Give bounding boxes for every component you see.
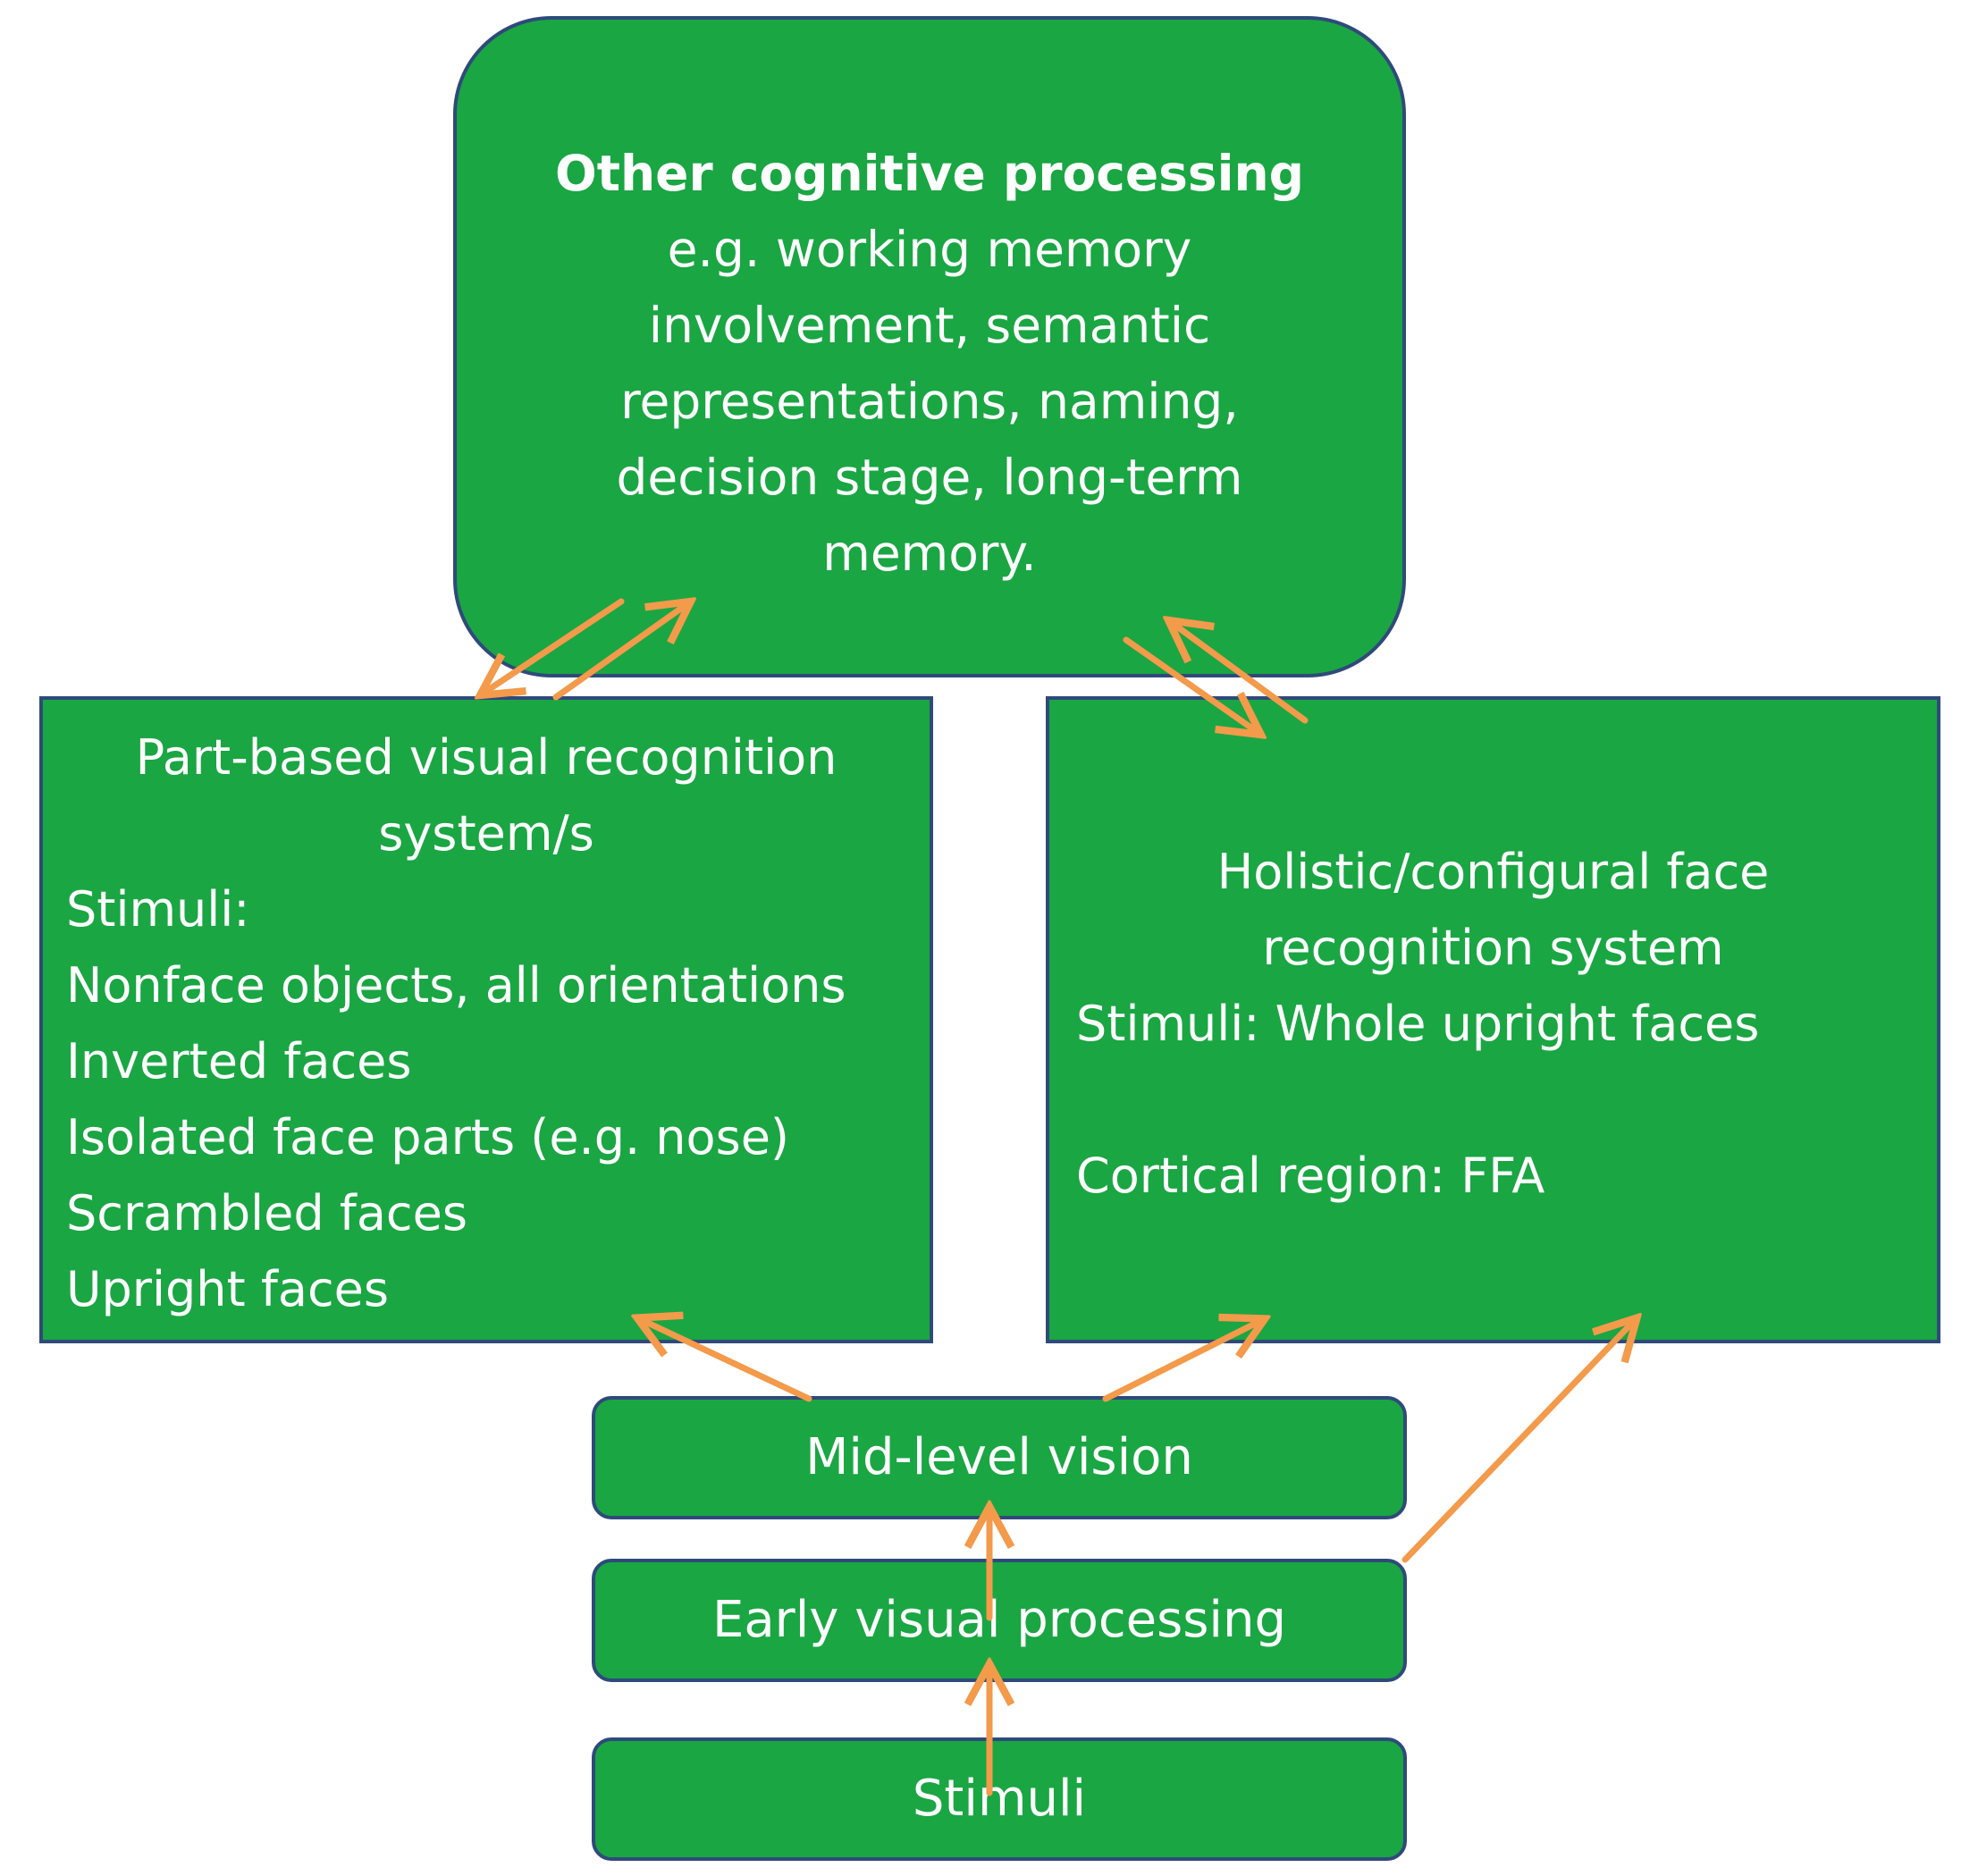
holistic-face-recognition-box: Holistic/configural face recognition sys… <box>1046 696 1940 1343</box>
top-box-line: representations, naming, <box>620 373 1239 430</box>
mid-level-vision-label: Mid-level vision <box>805 1428 1193 1486</box>
stimuli-box: Stimuli <box>592 1737 1407 1861</box>
left-box-title-line: system/s <box>378 805 594 862</box>
other-cognitive-processing-box: Other cognitive processing e.g. working … <box>453 16 1406 677</box>
early-visual-processing-box: Early visual processing <box>592 1559 1407 1682</box>
top-box-line: memory. <box>822 525 1037 582</box>
arrow-early-to-right <box>1401 1320 1635 1563</box>
right-box-stimuli-line: Stimuli: Whole upright faces <box>1076 996 1760 1052</box>
top-box-line: decision stage, long-term <box>616 449 1243 506</box>
top-box-line: involvement, semantic <box>648 297 1211 354</box>
left-box-stimulus-item: Nonface objects, all orientations <box>66 957 846 1014</box>
left-box-stimulus-item: Scrambled faces <box>66 1185 467 1241</box>
right-box-title-line: Holistic/configural face <box>1216 844 1770 900</box>
left-box-title-line: Part-based visual recognition <box>135 729 837 786</box>
early-visual-processing-label: Early visual processing <box>711 1591 1287 1649</box>
left-box-stimuli-label: Stimuli: <box>66 881 250 938</box>
left-box-stimulus-item: Upright faces <box>66 1261 389 1317</box>
right-box-cortical-line: Cortical region: FFA <box>1076 1148 1545 1204</box>
left-box-stimulus-item: Inverted faces <box>66 1033 412 1089</box>
top-box-title: Other cognitive processing <box>554 145 1305 202</box>
stimuli-label: Stimuli <box>912 1770 1087 1828</box>
left-box-stimulus-item: Isolated face parts (e.g. nose) <box>66 1109 789 1165</box>
right-box-title-line: recognition system <box>1262 920 1724 976</box>
top-box-line: e.g. working memory <box>667 221 1192 278</box>
part-based-recognition-box: Part-based visual recognition system/s S… <box>39 696 933 1343</box>
mid-level-vision-box: Mid-level vision <box>592 1396 1407 1519</box>
